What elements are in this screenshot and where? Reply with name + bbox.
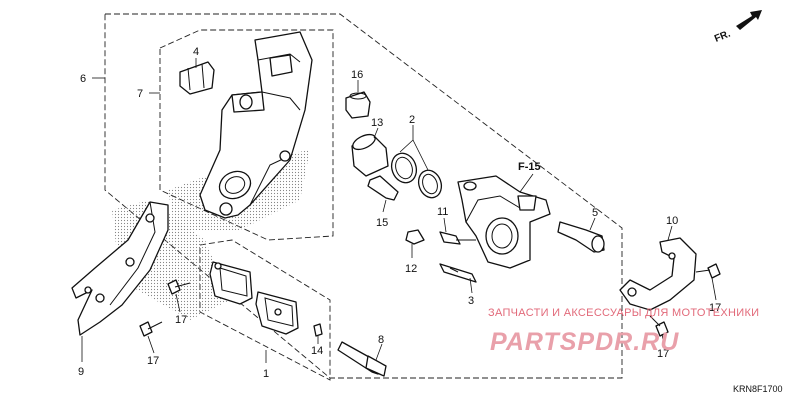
diagram-code: KRN8F1700 <box>733 384 783 394</box>
boot <box>345 91 371 119</box>
part-label-17c: 17 <box>709 302 721 314</box>
reference-label: F-15 <box>518 161 541 173</box>
part-label-8: 8 <box>378 334 384 346</box>
part-label-3: 3 <box>468 295 474 307</box>
pad-spring <box>179 61 215 95</box>
part-label-17a: 17 <box>175 314 187 326</box>
part-label-10: 10 <box>666 215 678 227</box>
part-label-2: 2 <box>409 114 415 126</box>
piston <box>351 133 389 177</box>
front-direction-arrow-icon <box>736 10 762 30</box>
direction-label: FR. <box>713 28 732 44</box>
caliper-body <box>457 175 551 269</box>
watermark-brand: PARTSPDR.RU <box>490 328 679 356</box>
part-label-7: 7 <box>137 88 143 100</box>
pin-15 <box>367 175 399 201</box>
pad-retainer <box>439 263 477 283</box>
pad-clip <box>313 323 323 337</box>
bolt-17-b <box>139 321 163 337</box>
part-label-16: 16 <box>351 69 363 81</box>
assembly-frame-6 <box>104 13 623 379</box>
part-label-5: 5 <box>592 207 598 219</box>
watermark-tagline: ЗАПЧАСТИ И АКСЕССУАРЫ ДЛЯ МОТОТЕХНИКИ <box>488 307 759 319</box>
bleed-screw <box>439 231 476 245</box>
part-label-11: 11 <box>437 206 448 218</box>
pad-pin <box>337 341 387 377</box>
bolt-17-a <box>167 279 191 295</box>
assembly-frame-7 <box>159 29 334 241</box>
leader-lines <box>81 58 717 363</box>
caliper-guard <box>71 201 169 336</box>
part-label-17d: 17 <box>657 348 669 360</box>
part-label-9: 9 <box>78 366 84 378</box>
bleed-cap <box>405 229 425 245</box>
brake-pad-upper <box>209 261 253 305</box>
slide-pin <box>557 221 605 253</box>
part-label-14: 14 <box>311 345 323 357</box>
part-label-12: 12 <box>405 263 417 275</box>
part-label-17b: 17 <box>147 355 159 367</box>
brake-pad-lower <box>255 291 299 335</box>
part-label-1: 1 <box>263 368 269 380</box>
caliper-bracket <box>199 31 313 219</box>
part-label-4: 4 <box>193 46 199 58</box>
right-guard <box>619 237 697 311</box>
piston-seals <box>390 152 443 199</box>
bolt-17-d <box>649 315 669 337</box>
part-label-6: 6 <box>80 73 86 85</box>
part-label-13: 13 <box>371 117 383 129</box>
bolt-17-c <box>695 263 721 279</box>
part-label-15: 15 <box>376 217 388 229</box>
